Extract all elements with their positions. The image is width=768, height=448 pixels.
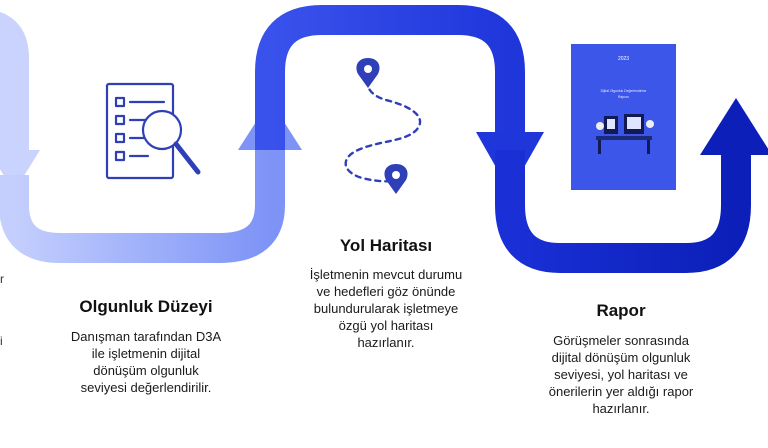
- flow-band-lower-right: [495, 98, 768, 273]
- step-title-olgunluk: Olgunluk Düzeyi: [79, 297, 213, 316]
- edge-text-fragment-2: i: [0, 334, 3, 348]
- report-year: 2023: [618, 56, 629, 62]
- route-pins-icon: [344, 58, 422, 194]
- flow-arrow-left-down: [0, 12, 40, 192]
- step-desc-yol-haritasi: İşletmenin mevcut durumu ve hedefleri gö…: [309, 267, 463, 350]
- step-title-rapor: Rapor: [596, 301, 646, 320]
- report-caption-line-2: Raporu: [618, 95, 629, 99]
- report-caption-line-1: Dijital Olgunluk Değerlendirme: [601, 89, 647, 93]
- document-magnifier-icon: [105, 82, 201, 180]
- edge-text-fragment-1: r: [0, 272, 4, 286]
- step-desc-olgunluk: Danışman tarafından D3A ile işletmenin d…: [70, 329, 222, 395]
- report-cover-icon: 2023 Dijital Olgunluk Değerlendirme Rapo…: [571, 44, 676, 190]
- step-desc-rapor: Görüşmeler sonrasında dijital dönüşüm ol…: [548, 333, 694, 416]
- step-title-yol-haritasi: Yol Haritası: [339, 236, 433, 255]
